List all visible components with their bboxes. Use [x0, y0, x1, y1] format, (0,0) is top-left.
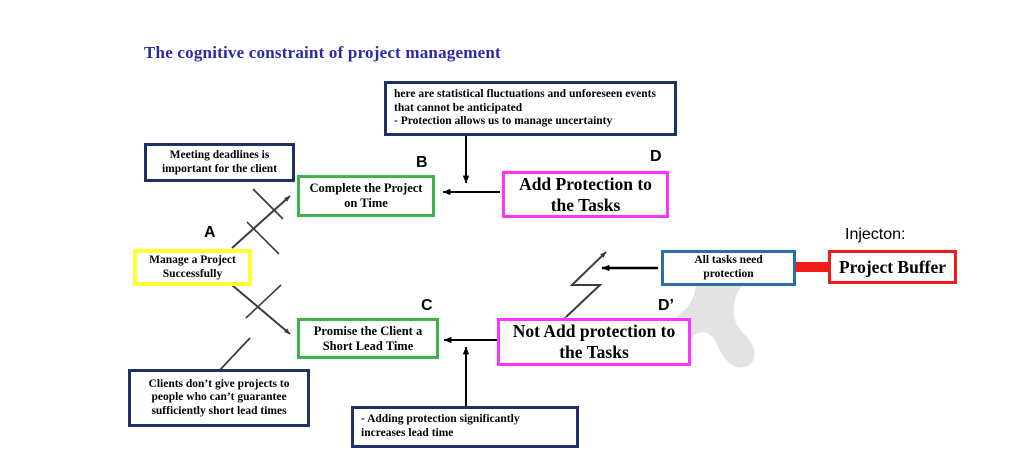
- assumption-clients-box: Clients don’t give projects to people wh…: [128, 369, 310, 427]
- entity-label-b: B: [416, 154, 428, 171]
- page-title: The cognitive constraint of project mana…: [144, 43, 501, 62]
- arrow-meeting-deadlines-assumption: [252, 188, 284, 220]
- arrow-clients-assumption: [217, 337, 251, 373]
- entity-label-a: A: [204, 224, 216, 241]
- entity-label-d-prime: D’: [658, 297, 674, 314]
- conflict-zigzag-icon: [560, 251, 607, 323]
- entity-b-box: Complete the Project on Time: [297, 175, 435, 217]
- all-tasks-need-protection-box: All tasks need protection: [661, 250, 796, 286]
- entity-c-box: Promise the Client a Short Lead Time: [297, 318, 439, 359]
- arrow-a-to-c: [231, 284, 291, 335]
- arrow-a-to-b: [231, 195, 291, 255]
- project-buffer-box: Project Buffer: [828, 250, 957, 284]
- entity-d-prime-box: Not Add protection to the Tasks: [497, 318, 691, 366]
- injection-label: Injecton:: [845, 226, 906, 243]
- entity-label-d: D: [650, 148, 662, 165]
- entity-label-c: C: [421, 297, 433, 314]
- entity-a-box: Manage a Project Successfully: [133, 249, 252, 286]
- entity-d-box: Add Protection to the Tasks: [502, 171, 669, 218]
- assumption-lead-time-box: - Adding protection significantly increa…: [351, 406, 579, 448]
- assumption-top-box: here are statistical fluctuations and un…: [384, 81, 677, 136]
- assumption-meeting-deadlines-box: Meeting deadlines is important for the c…: [144, 143, 295, 182]
